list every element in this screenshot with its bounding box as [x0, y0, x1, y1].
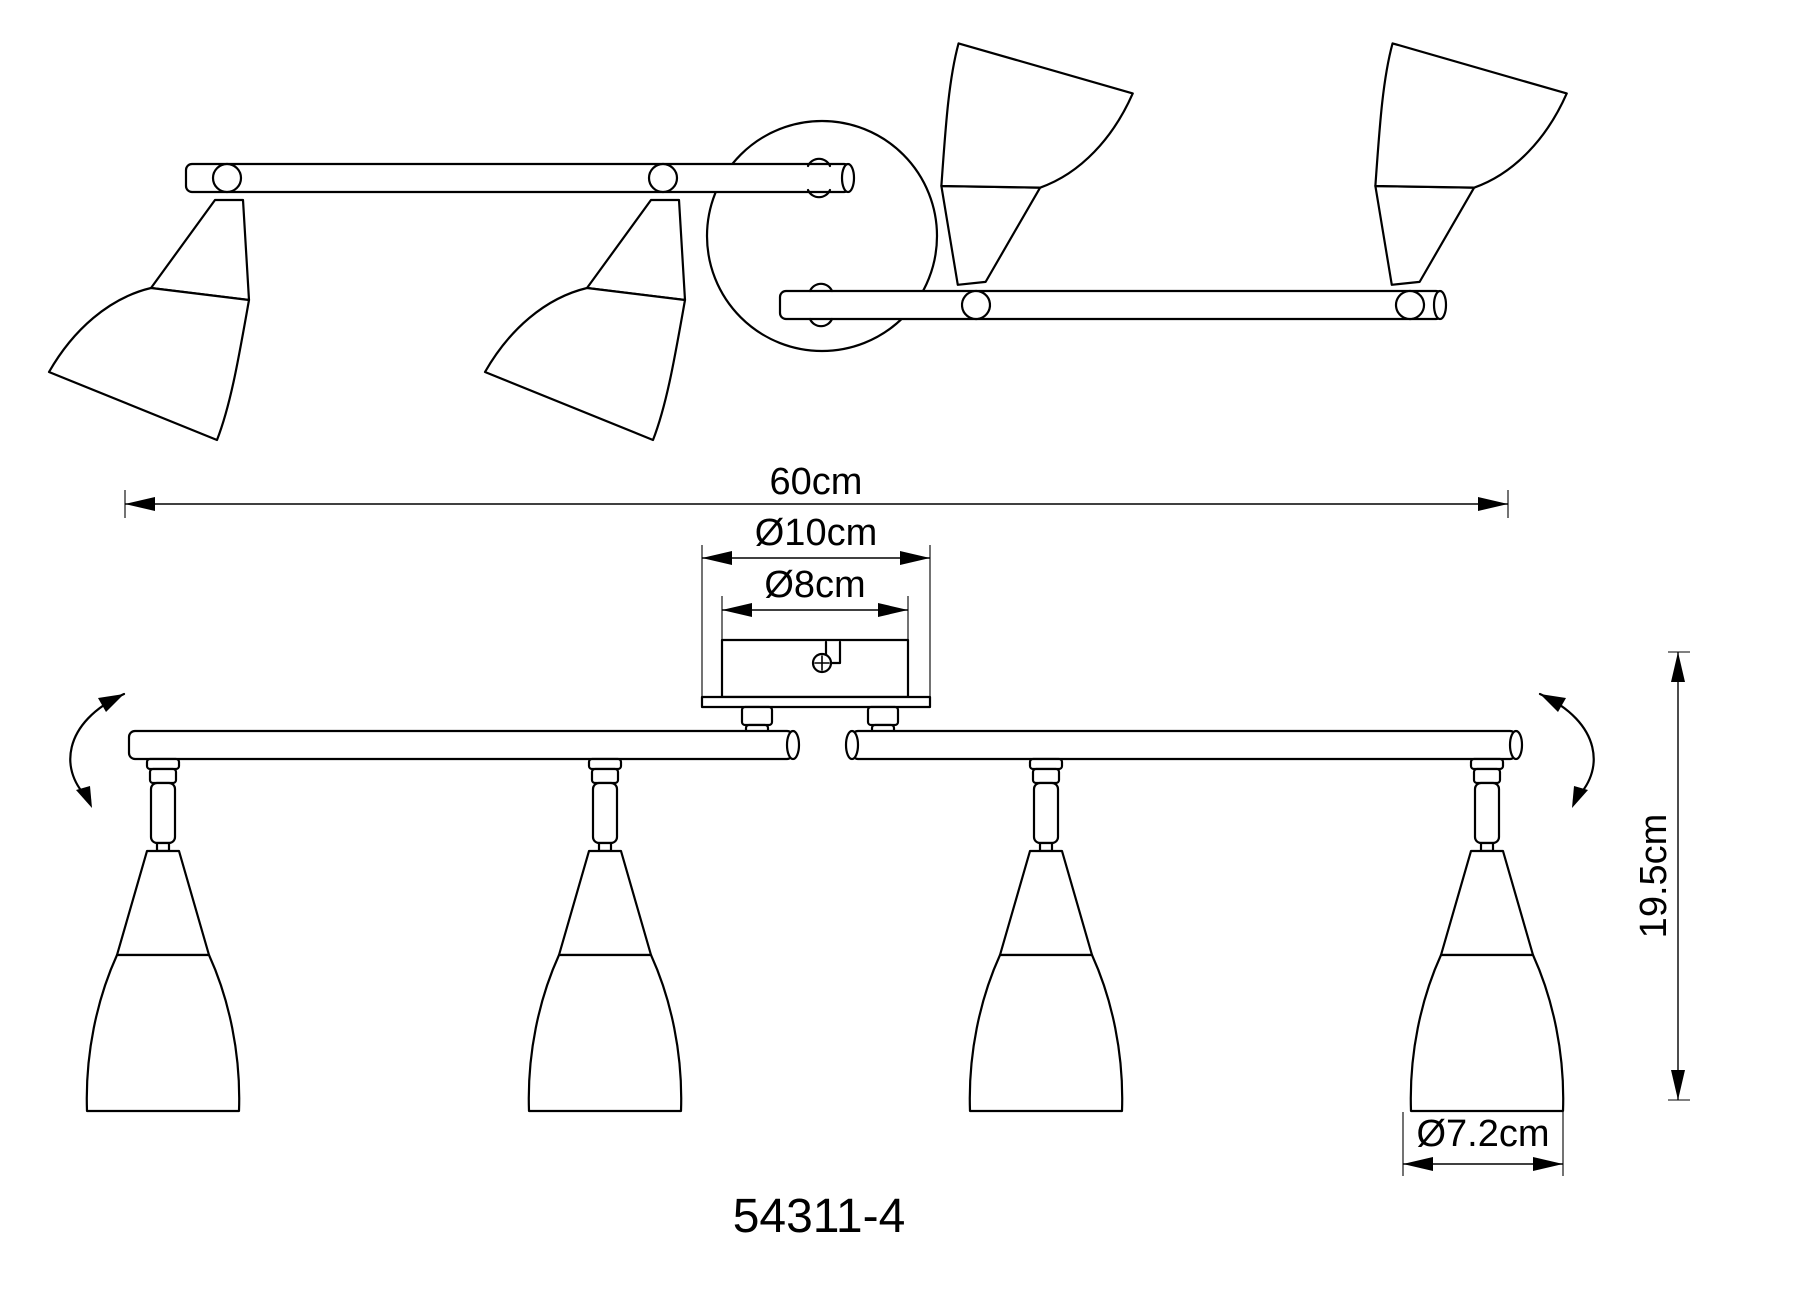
rotation-arrow-right-icon: [1538, 692, 1595, 808]
label-height: 19.5cm: [1633, 814, 1675, 939]
top-view-spot-1: [47, 162, 251, 442]
canopy: [700, 638, 932, 737]
rotation-arrow-left-icon: [69, 692, 126, 808]
model-number: 54311-4: [733, 1190, 906, 1243]
label-canopy-outer: Ø10cm: [755, 512, 877, 554]
dimension-canopy-outer: Ø10cm: [701, 512, 931, 700]
label-overall-length: 60cm: [770, 461, 863, 503]
dimension-canopy-inner: Ø8cm: [721, 564, 909, 640]
front-view-spot-2: [527, 757, 683, 1113]
top-view: [47, 24, 1590, 442]
top-view-spot-4: [1359, 24, 1590, 323]
front-view-spot-1: [85, 757, 241, 1113]
front-view-spot-3: [968, 757, 1124, 1113]
front-view-spot-4: [1409, 757, 1565, 1113]
label-canopy-inner: Ø8cm: [764, 564, 865, 606]
front-view: [69, 638, 1595, 1113]
front-view-arm-right: [844, 729, 1524, 761]
top-view-arm-left: [184, 157, 856, 199]
dimension-shade-diameter: Ø7.2cm: [1402, 1112, 1564, 1176]
dimension-overall-length: 60cm: [124, 461, 1509, 518]
label-shade-diameter: Ø7.2cm: [1416, 1113, 1549, 1155]
front-view-arm-left: [127, 729, 801, 761]
top-view-spot-2: [483, 162, 687, 442]
top-view-spot-3: [925, 24, 1156, 323]
dimension-height: 19.5cm: [1633, 651, 1690, 1101]
top-view-arm-right: [778, 282, 1448, 328]
